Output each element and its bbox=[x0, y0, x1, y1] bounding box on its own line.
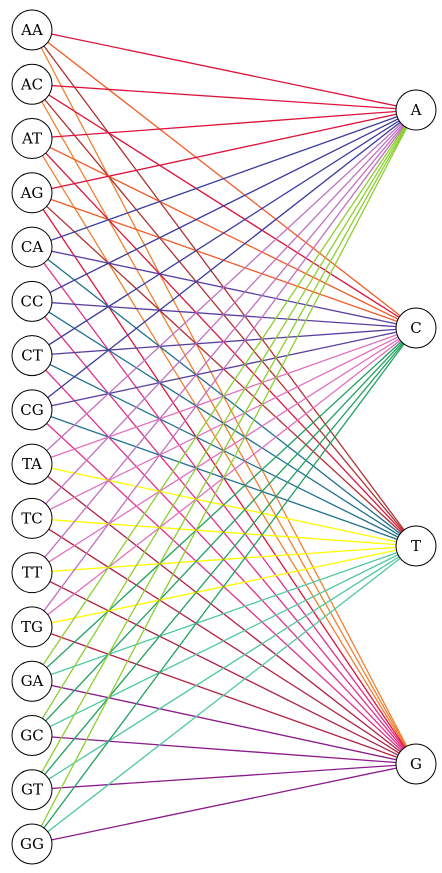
node-ta: TA bbox=[11, 443, 53, 485]
node-ac: AC bbox=[11, 63, 53, 105]
node-label: T bbox=[411, 537, 421, 555]
node-circle bbox=[11, 280, 53, 322]
node-circle bbox=[395, 743, 437, 785]
edge-ac-a bbox=[31, 83, 417, 111]
node-tt: TT bbox=[11, 552, 53, 594]
edge-tg-a bbox=[31, 109, 417, 628]
node-ca: CA bbox=[11, 226, 53, 268]
edges bbox=[31, 29, 417, 845]
node-circle bbox=[395, 525, 437, 567]
node-at: AT bbox=[11, 118, 53, 160]
node-circle bbox=[11, 497, 53, 539]
edge-cg-a bbox=[31, 109, 417, 411]
edge-cc-a bbox=[31, 109, 417, 302]
node-circle bbox=[11, 335, 53, 377]
edge-ga-c bbox=[31, 327, 417, 682]
node-label: TA bbox=[22, 455, 42, 473]
edge-ga-t bbox=[31, 545, 417, 682]
edge-ga-a bbox=[31, 109, 417, 682]
node-label: CC bbox=[21, 292, 44, 310]
node-ga: GA bbox=[11, 660, 53, 702]
edge-ct-a bbox=[31, 109, 417, 357]
node-ct: CT bbox=[11, 335, 53, 377]
node-label: GG bbox=[20, 835, 44, 853]
node-label: CT bbox=[21, 347, 42, 365]
node-label: A bbox=[410, 101, 422, 119]
edge-ag-a bbox=[31, 109, 417, 194]
node-label: AT bbox=[21, 130, 42, 148]
node-circle bbox=[11, 9, 53, 51]
edge-tc-a bbox=[31, 109, 417, 519]
node-tg: TG bbox=[11, 606, 53, 648]
edge-tt-a bbox=[31, 109, 417, 574]
node-circle bbox=[11, 118, 53, 160]
edge-gg-a bbox=[31, 109, 417, 845]
edge-at-a bbox=[31, 109, 417, 140]
node-gt: GT bbox=[11, 769, 53, 811]
edge-gg-c bbox=[31, 327, 417, 845]
edge-gg-g bbox=[31, 763, 417, 845]
node-label: GA bbox=[21, 672, 44, 690]
node-label: C bbox=[410, 319, 421, 337]
edge-gt-t bbox=[31, 545, 417, 791]
node-circle bbox=[11, 389, 53, 431]
node-circle bbox=[395, 89, 437, 131]
node-label: TC bbox=[21, 509, 42, 527]
node-label: GT bbox=[21, 781, 43, 799]
edge-gc-t bbox=[31, 545, 417, 737]
node-circle bbox=[11, 823, 53, 865]
edge-gt-g bbox=[31, 763, 417, 791]
node-g: G bbox=[395, 743, 437, 785]
node-cc: CC bbox=[11, 280, 53, 322]
node-label: CA bbox=[21, 238, 43, 256]
node-circle bbox=[11, 660, 53, 702]
edge-aa-a bbox=[31, 29, 417, 111]
node-t: T bbox=[395, 525, 437, 567]
node-label: TT bbox=[22, 564, 42, 582]
node-gc: GC bbox=[11, 714, 53, 756]
node-aa: AA bbox=[11, 9, 53, 51]
edge-ga-g bbox=[31, 680, 417, 765]
node-label: GC bbox=[20, 726, 43, 744]
node-circle bbox=[11, 63, 53, 105]
node-a: A bbox=[395, 89, 437, 131]
node-circle bbox=[11, 226, 53, 268]
node-c: C bbox=[395, 307, 437, 349]
edge-gc-c bbox=[31, 327, 417, 736]
node-label: TG bbox=[21, 618, 43, 636]
node-label: AA bbox=[20, 21, 43, 39]
node-label: AC bbox=[20, 75, 43, 93]
node-tc: TC bbox=[11, 497, 53, 539]
edge-gc-a bbox=[31, 109, 417, 736]
node-gg: GG bbox=[11, 823, 53, 865]
node-circle bbox=[11, 606, 53, 648]
node-label: CG bbox=[20, 401, 43, 419]
edge-gg-t bbox=[31, 545, 417, 845]
node-circle bbox=[11, 443, 53, 485]
node-ag: AG bbox=[11, 172, 53, 214]
node-circle bbox=[11, 172, 53, 214]
node-circle bbox=[11, 552, 53, 594]
edge-gc-g bbox=[31, 734, 417, 765]
edge-gt-c bbox=[31, 327, 417, 791]
edge-gt-a bbox=[31, 109, 417, 791]
node-label: G bbox=[410, 755, 422, 773]
edge-ta-a bbox=[31, 109, 417, 465]
node-circle bbox=[11, 769, 53, 811]
node-circle bbox=[395, 307, 437, 349]
node-cg: CG bbox=[11, 389, 53, 431]
node-circle bbox=[11, 714, 53, 756]
edge-ca-a bbox=[31, 109, 417, 248]
node-label: AG bbox=[20, 184, 44, 202]
